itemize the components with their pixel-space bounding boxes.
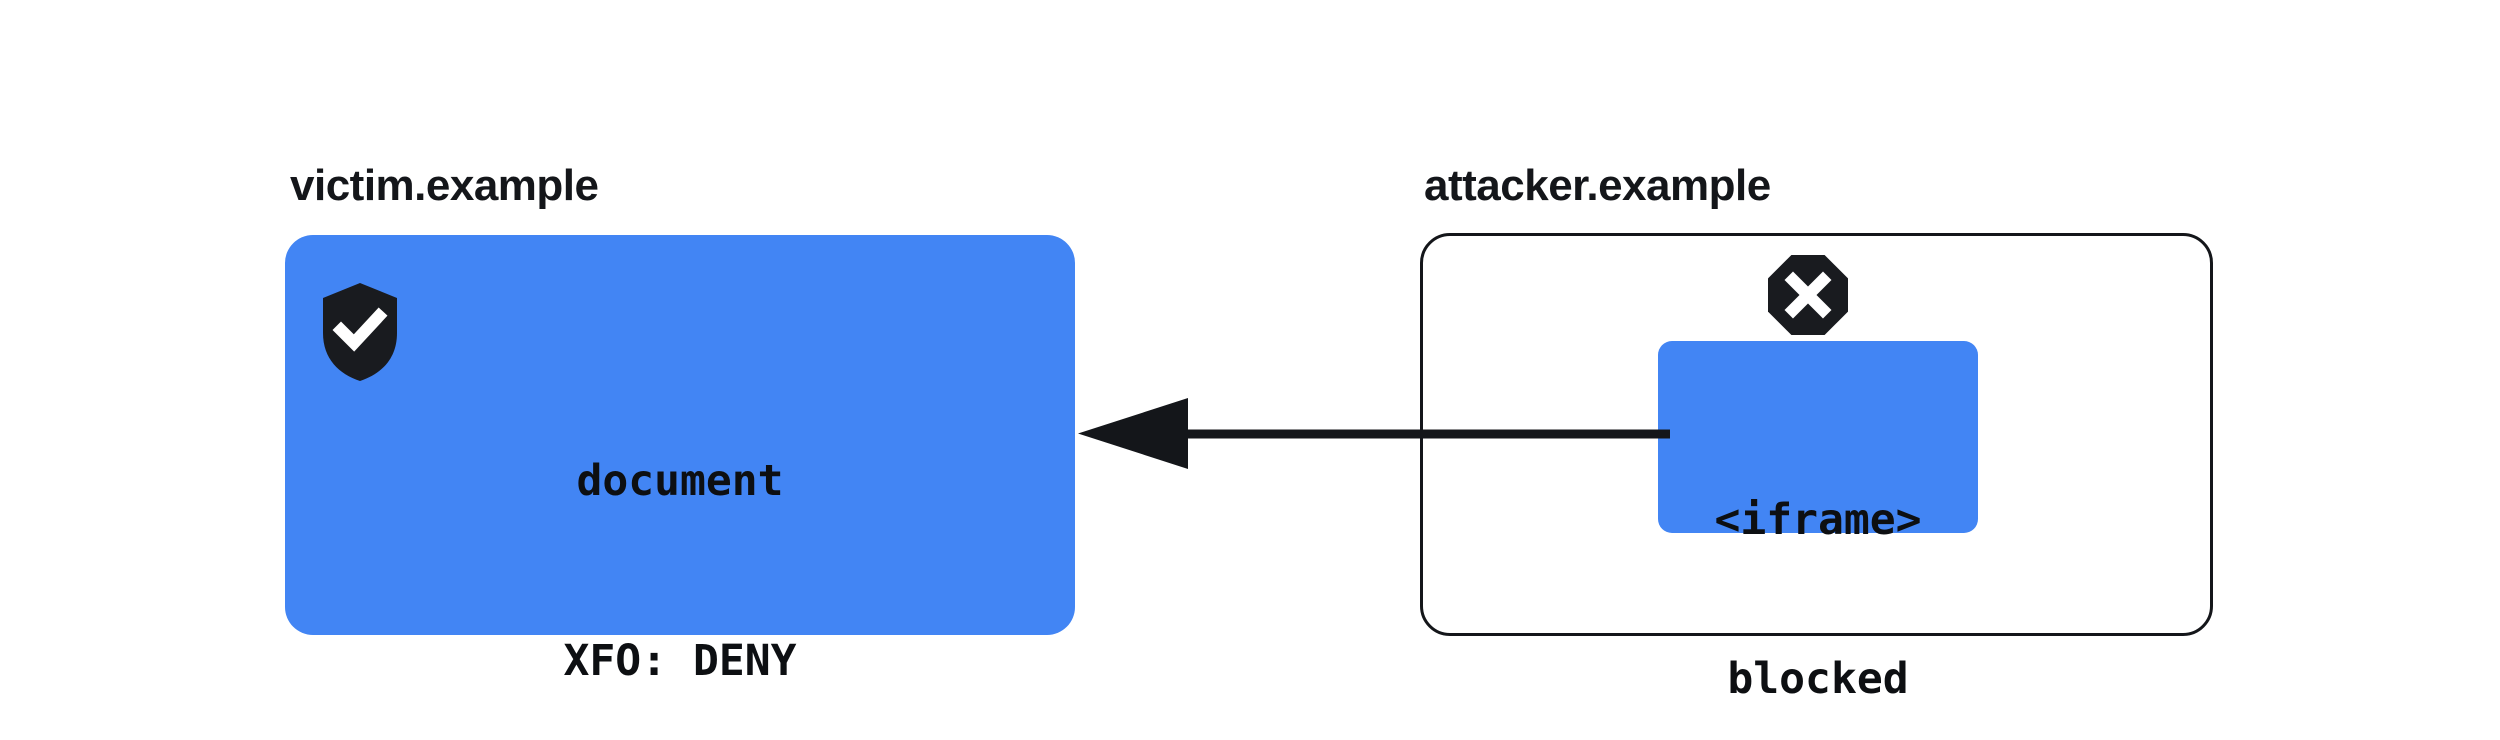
victim-line-document: document — [576, 456, 784, 506]
iframe-line-tag: <iframe> — [1714, 495, 1922, 545]
victim-document-text: document XFO: DENY or CSP: frame-ancesto… — [285, 331, 1075, 740]
victim-origin-label: victim.example — [290, 161, 599, 210]
victim-line-xfo: XFO: DENY — [563, 636, 797, 686]
attacker-origin-label: attacker.example — [1424, 161, 1771, 210]
shield-check-icon — [323, 283, 397, 381]
blocked-embed-arrow — [1078, 398, 1670, 469]
victim-document-card: document XFO: DENY or CSP: frame-ancesto… — [285, 235, 1075, 686]
attacker-iframe-text: <iframe> blocked — [1658, 388, 1978, 740]
attacker-iframe-chip: <iframe> blocked — [1658, 341, 1978, 704]
octagon-x-blocked-icon — [1768, 255, 1848, 335]
iframe-line-status: blocked — [1727, 654, 1909, 704]
